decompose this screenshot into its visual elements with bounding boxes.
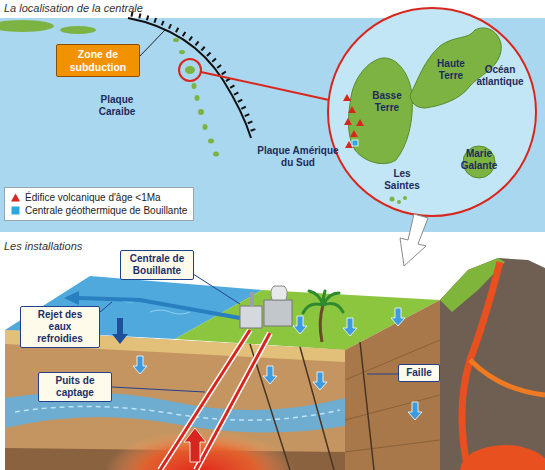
infiltration-arrow [263, 366, 277, 384]
infiltration-arrow [293, 316, 307, 334]
island [192, 83, 197, 89]
plate-label: Plaque Caraibe [86, 94, 148, 117]
node-text: Faille [403, 367, 435, 379]
upflow-arrow [184, 428, 206, 462]
node-text: Zone de subduction [61, 48, 135, 73]
zoom-arrow [400, 214, 428, 266]
section-heading: La localisation de la centrale [4, 2, 264, 15]
infiltration-arrow [133, 356, 147, 374]
leader-line [190, 272, 240, 304]
legend-box: Édifice volcanique d'âge <1MaCentrale gé… [4, 187, 194, 221]
wells [160, 330, 270, 470]
callout-box: Centrale de Bouillante [120, 250, 194, 280]
island [403, 196, 407, 200]
volcano-markers [343, 94, 364, 148]
island [397, 200, 401, 204]
section-heading: Les installations [4, 240, 204, 253]
legend-swatch [11, 206, 20, 215]
leader-line [100, 302, 112, 312]
aquifer-flow [15, 406, 340, 420]
island [195, 95, 200, 101]
callout-box: Faille [398, 364, 440, 382]
fault-lines [250, 342, 374, 470]
infiltration-arrow [313, 372, 327, 390]
island-chain [173, 38, 219, 157]
lava-vein [470, 360, 545, 395]
island [173, 38, 179, 42]
discharge-arrow [64, 291, 79, 305]
plant-symbol [12, 207, 20, 215]
callout-box: Puits de captage [38, 372, 112, 402]
sink-arrow [112, 318, 128, 344]
island [213, 152, 219, 157]
island [179, 50, 185, 54]
infiltration-arrow [343, 318, 357, 336]
magma [460, 445, 545, 470]
island [185, 66, 195, 74]
lava-vein [462, 262, 500, 470]
zoom-circle [179, 59, 201, 81]
infiltration-arrows [133, 308, 422, 420]
island [208, 139, 214, 144]
leader-line [140, 30, 165, 56]
ocean-label: Océan atlantique [472, 64, 528, 87]
well-outline [160, 330, 270, 470]
leader-line [112, 387, 205, 392]
island [203, 124, 208, 130]
callout-box: Rejet des eaux refroidies [20, 306, 100, 348]
plate-label: Plaque Amérique du Sud [250, 145, 346, 168]
legend-row: Centrale géothermique de Bouillante [11, 204, 187, 217]
infiltration-arrow [391, 308, 405, 326]
plant-marker [352, 140, 358, 146]
island [0, 20, 54, 32]
zone-label-box: Zone de subduction [56, 44, 140, 77]
front-face [5, 330, 345, 470]
node-text: Centrale de Bouillante [125, 253, 189, 277]
node-text: Puits de captage [43, 375, 107, 399]
palm-leaves [303, 291, 343, 313]
island-label: Les Saintes [378, 168, 426, 191]
node-text: Rejet des eaux refroidies [25, 309, 95, 345]
island [60, 26, 96, 34]
cooling-tower [271, 286, 287, 300]
legend-row: Édifice volcanique d'âge <1Ma [11, 191, 187, 204]
volcano-symbol [11, 194, 20, 202]
strata-lines [345, 340, 440, 452]
plant-building [264, 300, 292, 326]
island [198, 109, 204, 115]
leader-line [367, 374, 398, 375]
discharge-pipe [78, 298, 240, 318]
legend-text: Édifice volcanique d'âge <1Ma [25, 191, 161, 204]
trench-teeth [131, 14, 255, 136]
inset-circle [328, 8, 536, 216]
island-label: Marie Galante [452, 148, 506, 171]
island [390, 197, 395, 202]
plant-chimney [250, 292, 254, 306]
legend-swatch [11, 193, 20, 202]
legend-text: Centrale géothermique de Bouillante [25, 204, 187, 217]
zoom-line [201, 72, 329, 100]
les-saintes-islands [390, 196, 408, 204]
island-label: Basse Terre [364, 90, 410, 113]
infiltration-arrow [408, 402, 422, 420]
plant-building [240, 306, 262, 328]
basse-terre-island [348, 58, 412, 164]
island-label: Haute Terre [428, 58, 474, 81]
side-face [345, 300, 440, 470]
palm-trunk [320, 305, 323, 342]
volcano [440, 258, 545, 470]
